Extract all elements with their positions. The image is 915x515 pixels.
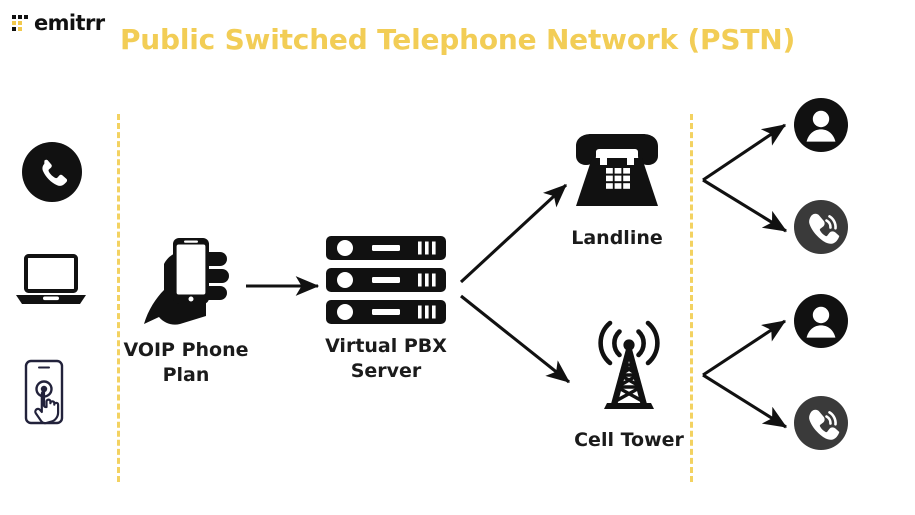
laptop-icon: [14, 252, 88, 308]
user-avatar-icon: [794, 98, 848, 152]
server-rack-icon: [326, 236, 446, 324]
arrow-landline-to-user: [702, 123, 787, 182]
source-laptop[interactable]: [14, 252, 88, 308]
node-voip-label: VOIP Phone Plan: [123, 339, 249, 387]
incoming-call-icon: [794, 200, 848, 254]
node-virtual-pbx-server[interactable]: Virtual PBX Server: [318, 236, 454, 384]
desk-phone-icon: [566, 134, 668, 216]
brand-logo[interactable]: emitrr: [12, 10, 105, 36]
destination-call-2[interactable]: [794, 396, 848, 450]
arrow-celltower-to-user: [702, 319, 787, 377]
node-voip-phone-plan[interactable]: VOIP Phone Plan: [118, 228, 254, 388]
brand-name: emitrr: [34, 11, 105, 35]
arrow-pbx-to-celltower: [460, 294, 570, 384]
hand-holding-phone-icon: [134, 228, 238, 328]
node-pbx-label: Virtual PBX Server: [325, 335, 447, 383]
incoming-call-icon: [794, 396, 848, 450]
destination-user-2[interactable]: [794, 294, 848, 348]
arrow-pbx-to-landline: [459, 183, 568, 284]
mobile-touch-icon: [18, 358, 84, 430]
phone-call-icon: [22, 142, 82, 202]
cell-tower-icon: [581, 318, 677, 418]
node-cell-tower[interactable]: Cell Tower: [562, 318, 696, 453]
destination-user-1[interactable]: [794, 98, 848, 152]
page-title: Public Switched Telephone Network (PSTN): [119, 23, 796, 56]
arrow-celltower-to-call: [702, 373, 788, 429]
destination-call-1[interactable]: [794, 200, 848, 254]
node-landline[interactable]: Landline: [556, 134, 678, 251]
source-mobile-touch[interactable]: [18, 358, 84, 430]
dot-matrix-icon: [12, 14, 29, 32]
node-celltower-label: Cell Tower: [574, 429, 684, 451]
divider-left: [117, 114, 120, 482]
source-phone-call[interactable]: [22, 142, 82, 202]
divider-right: [690, 114, 693, 482]
node-landline-label: Landline: [571, 227, 663, 249]
user-avatar-icon: [794, 294, 848, 348]
arrow-landline-to-call: [702, 178, 788, 233]
